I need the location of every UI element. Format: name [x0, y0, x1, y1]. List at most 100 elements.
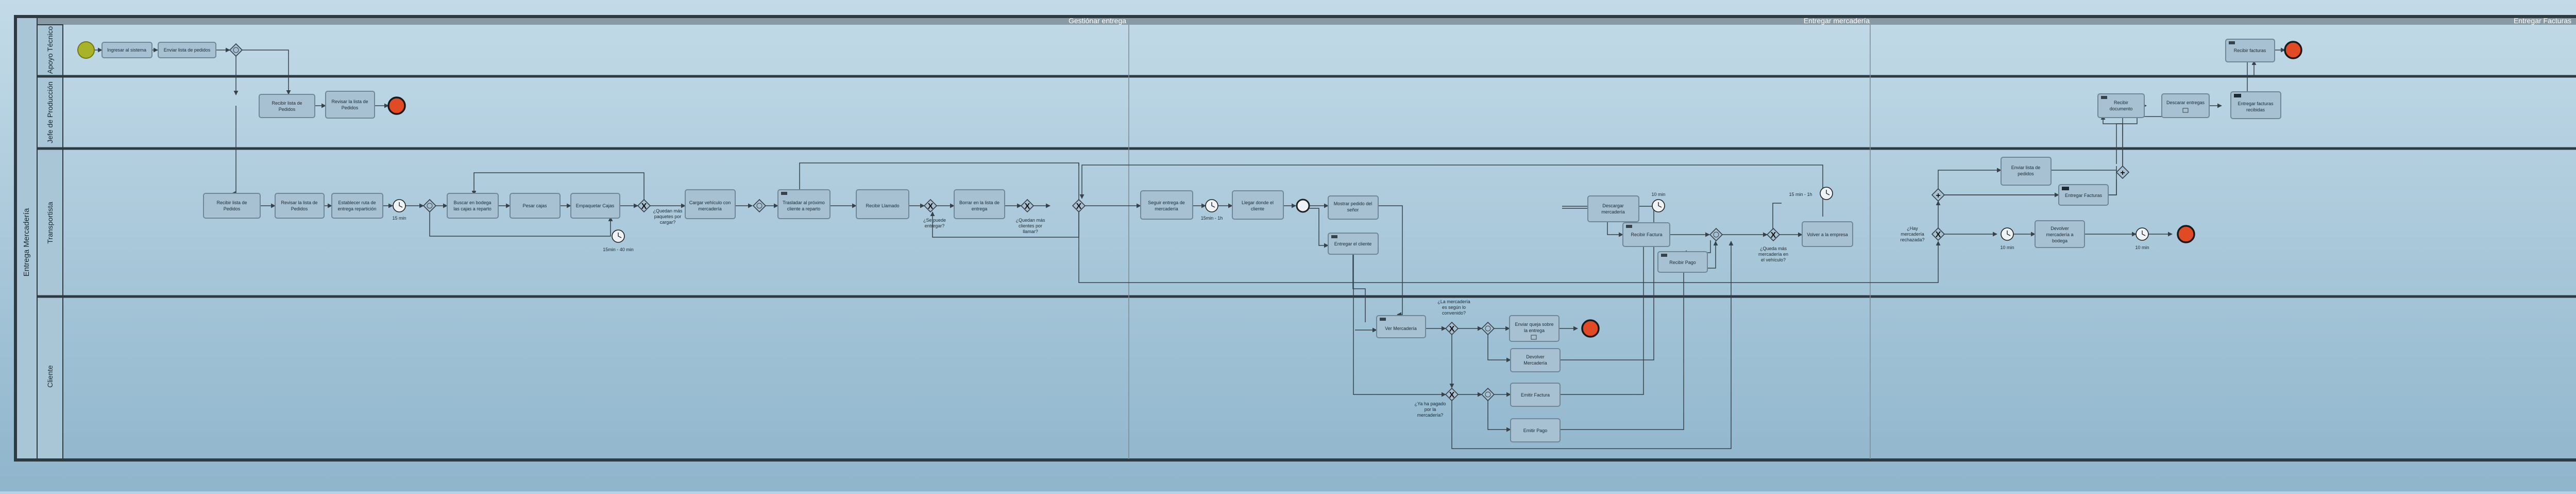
task-label: Emitir Factura	[1521, 392, 1550, 398]
task-label: señor	[1347, 207, 1359, 212]
task-label: Recibir facturas	[2234, 48, 2266, 53]
task[interactable]: Ingresar al sistema	[101, 42, 152, 58]
gateway-label: por la	[1425, 407, 1436, 412]
task-label: Trasladar al próximo	[783, 200, 825, 205]
task-label: Enviar queja sobre	[1515, 322, 1553, 327]
task-label: Recibir Pago	[1669, 260, 1696, 265]
task[interactable]: Recibir facturas	[2225, 39, 2275, 62]
task-label: Pedidos	[291, 206, 308, 211]
lane-title-jefe: Jefe de Producción	[46, 81, 54, 143]
timer-label: 15min - 40 min	[603, 247, 634, 252]
task-label: Revisar la lista de	[281, 200, 317, 205]
task-label: Empaquetar Cajas	[576, 203, 615, 208]
timer-icon	[1205, 199, 1218, 212]
gateway-exclusive: X	[1072, 199, 1086, 213]
task[interactable]: Enviar lista de pedidos	[158, 42, 216, 58]
gateway-label: rechazada?	[1900, 237, 1924, 242]
task-label: documento	[2110, 106, 2133, 111]
task-label: Pedidos	[224, 206, 241, 211]
task-label: Ver Mercadería	[1385, 326, 1417, 331]
lane-title-apoyo: Apoyo Técnico	[46, 26, 54, 74]
gateway-label: convenido?	[1442, 310, 1466, 316]
gateway-label: mercadería	[1901, 232, 1924, 237]
timer-label: 10 min	[2000, 245, 2014, 250]
svg-text:X: X	[1771, 231, 1776, 240]
task-label: Entregar Facturas	[2065, 193, 2103, 198]
gateway-event-based	[1481, 321, 1495, 336]
task[interactable]: Descarar entregas	[2161, 93, 2210, 118]
task-label: las cajas a reparto	[453, 206, 492, 211]
task-label: Mostrar pedido del	[1334, 201, 1372, 206]
gateway-exclusive: X	[1020, 199, 1035, 213]
svg-text:X: X	[1936, 230, 1941, 239]
gateway-label: ¿Quedan más	[653, 208, 683, 213]
gateway-label: llamar?	[1023, 229, 1038, 234]
gateway-label: ¿Quedan más	[1015, 218, 1045, 223]
task-label: mercadería	[698, 206, 722, 211]
end-event	[2284, 41, 2302, 59]
task-label: Seguir entrega de	[1148, 200, 1185, 205]
task-label: Enviar lista de pedidos	[164, 47, 211, 53]
task-label: pedidos	[2018, 171, 2034, 176]
task-label: Recibir	[2114, 100, 2128, 105]
task[interactable]: Entregar el cliente	[1328, 233, 1379, 255]
task[interactable]: Recibir Llamado	[856, 189, 909, 219]
task-label: Devolver	[1526, 354, 1545, 359]
svg-text:X: X	[1449, 325, 1455, 334]
timer-label: 10 min	[2135, 245, 2149, 250]
end-event	[1581, 319, 1600, 338]
gateway-parallel: +	[2115, 165, 2130, 179]
task[interactable]: Empaquetar Cajas	[570, 193, 620, 219]
end-event	[2177, 225, 2195, 243]
lane-label-column	[37, 24, 63, 460]
task[interactable]: Recibir Pago	[1657, 251, 1708, 273]
gateway-exclusive: X	[1445, 387, 1459, 402]
gateway-label: paquetes por	[654, 214, 682, 219]
task[interactable]: Volver a la empresa	[1802, 221, 1853, 247]
task[interactable]: Pesar cajas	[510, 193, 561, 219]
pool-frame	[14, 15, 2576, 462]
gateway-label: mercadería?	[1417, 413, 1444, 418]
timer-label: 15min - 1h	[1201, 216, 1223, 221]
task-label: Enviar lista de	[2011, 165, 2041, 170]
task-label: entrega repartición	[337, 206, 376, 211]
timer-icon	[2001, 227, 2014, 241]
sequence-flows	[93, 47, 2285, 449]
gateways: X X X X X X X X + +	[229, 43, 2130, 402]
task[interactable]: Ver Mercadería	[1376, 315, 1426, 338]
task-label: Emitir Pago	[1523, 428, 1548, 433]
gateway-exclusive: X	[1931, 227, 1945, 241]
timer-icon	[612, 229, 625, 243]
task[interactable]: Emitir Factura	[1510, 383, 1561, 407]
pool-title: Entrega Mercadería	[22, 208, 31, 276]
task-label: cliente a reparto	[787, 206, 821, 211]
task[interactable]: Recibir Factura	[1622, 222, 1670, 247]
task[interactable]: Entregar Facturas	[2058, 184, 2109, 206]
svg-text:X: X	[1076, 202, 1082, 211]
task-label: entrega	[972, 206, 988, 211]
svg-text:X: X	[641, 202, 647, 211]
task-label: Establecer ruta de	[338, 200, 376, 205]
task[interactable]: Emitir Pago	[1510, 418, 1561, 442]
svg-text:+: +	[2120, 169, 2125, 177]
